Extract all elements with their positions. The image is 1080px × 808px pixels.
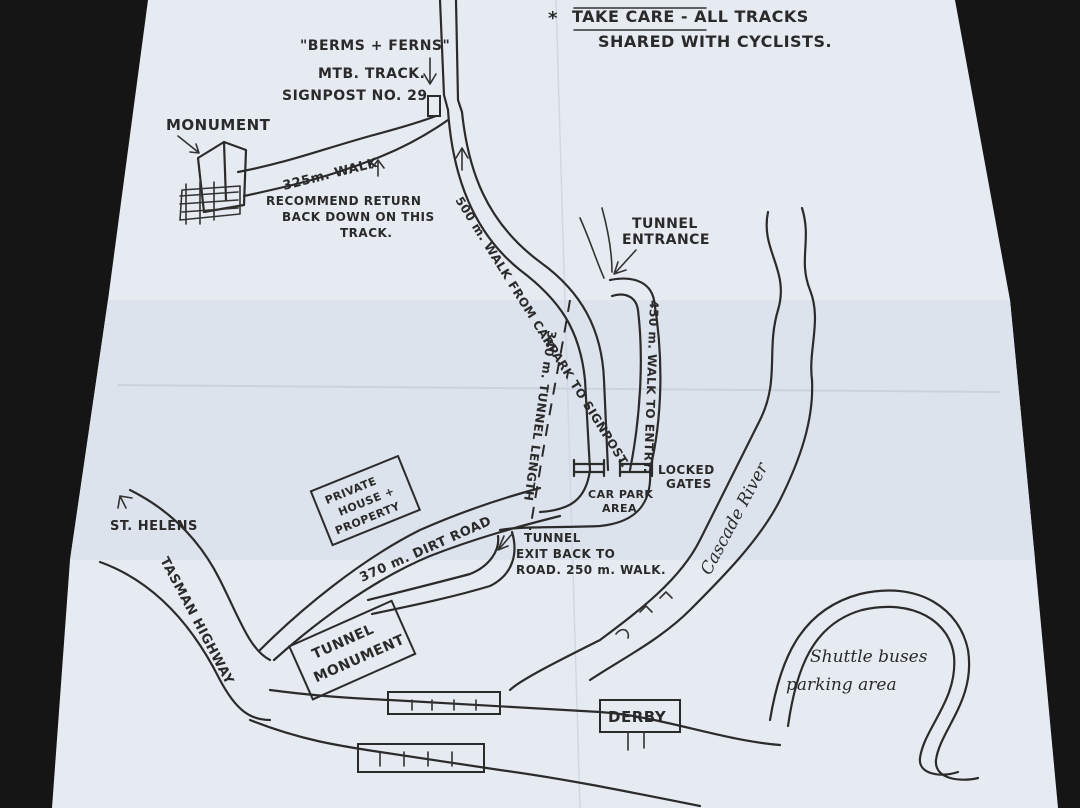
recommend-line2: BACK DOWN ON THIS xyxy=(282,210,435,224)
paper-fold-shade xyxy=(70,300,1035,560)
asterisk: * xyxy=(548,8,558,29)
dirt-road-lower-edge xyxy=(272,514,562,662)
berms-label-line3: SIGNPOST NO. 29 xyxy=(282,88,428,104)
tunnel-exit-line2: EXIT BACK TO xyxy=(516,547,615,561)
shuttle-line2: parking area xyxy=(786,675,897,695)
shuttle-line1: Shuttle buses xyxy=(810,647,928,667)
track-top-left-edge xyxy=(438,0,450,112)
river-right-bank xyxy=(588,206,817,682)
tunnel-dashed-line xyxy=(529,299,571,531)
walk-450-outer-edge xyxy=(608,277,662,472)
tunnel-exit-track-a xyxy=(366,534,500,602)
shuttle-area-inner xyxy=(786,605,960,776)
berms-arrow xyxy=(423,57,437,85)
warning-line1: TAKE CARE - ALL TRACKS xyxy=(572,7,809,26)
tunnel-entrance-line2: ENTRANCE xyxy=(622,232,710,248)
locked-gates-line1: LOCKED xyxy=(658,463,715,477)
berms-label-line2: MTB. TRACK. xyxy=(318,66,425,82)
main-road-lower-edge xyxy=(248,718,702,808)
walk-450-inner-edge xyxy=(610,293,642,472)
bridge-upper xyxy=(387,691,501,715)
river-flow-marks xyxy=(615,591,673,639)
tunnel-exit-line1: TUNNEL xyxy=(524,531,581,545)
derby-sign-posts xyxy=(627,731,645,751)
monument-label: MONUMENT xyxy=(166,116,271,134)
tunnel-entrance-arrow xyxy=(613,249,637,275)
tunnel-entrance-line1: TUNNEL xyxy=(632,216,698,232)
river-left-bank xyxy=(508,210,782,692)
fold-line-horizontal xyxy=(117,384,1001,393)
derby-label: DERBY xyxy=(608,708,667,726)
st-helens-label: ST. HELENS xyxy=(110,519,198,534)
highway-lower-edge xyxy=(98,560,272,722)
recommend-line1: RECOMMEND RETURN xyxy=(266,194,421,208)
tunnel-exit-line3: ROAD. 250 m. WALK. xyxy=(516,563,666,577)
tunnel-exit-track-b xyxy=(370,530,516,616)
recommend-line3: TRACK. xyxy=(340,226,392,240)
tunnel-exit-arrow xyxy=(497,533,513,551)
derby-sign xyxy=(599,699,681,733)
walk-500-left-edge xyxy=(446,108,592,472)
walk-500-right-edge xyxy=(460,110,610,472)
walk-450-label: 450 m. WALK TO ENTRY. xyxy=(641,300,661,473)
monument-arrow xyxy=(177,135,200,154)
walk-500-arrow xyxy=(455,147,469,171)
shuttle-area-outer xyxy=(768,589,980,781)
st-helens-arrow xyxy=(117,495,133,509)
walk-325-upper-edge xyxy=(236,114,438,174)
recommend-arrow xyxy=(371,159,385,177)
bridge-lower xyxy=(357,743,485,773)
car-park-line1: CAR PARK xyxy=(588,488,653,501)
car-park-line2: AREA xyxy=(602,502,637,515)
highway-upper-edge xyxy=(128,488,272,662)
locked-gates-line2: GATES xyxy=(666,477,712,491)
dirt-road-upper-edge xyxy=(258,486,542,652)
tunnel-entrance-line-a xyxy=(579,217,605,279)
car-park-outline xyxy=(498,468,652,532)
walk-325-lower-edge xyxy=(242,118,450,198)
track-top-right-edge xyxy=(454,0,464,114)
monument-drawing xyxy=(179,140,248,225)
fold-line-vertical xyxy=(555,0,581,808)
warning-line2: SHARED WITH CYCLISTS. xyxy=(598,32,832,51)
berms-label-line1: "BERMS + FERNS" xyxy=(300,38,450,54)
tunnel-entrance-line-b xyxy=(601,207,613,273)
